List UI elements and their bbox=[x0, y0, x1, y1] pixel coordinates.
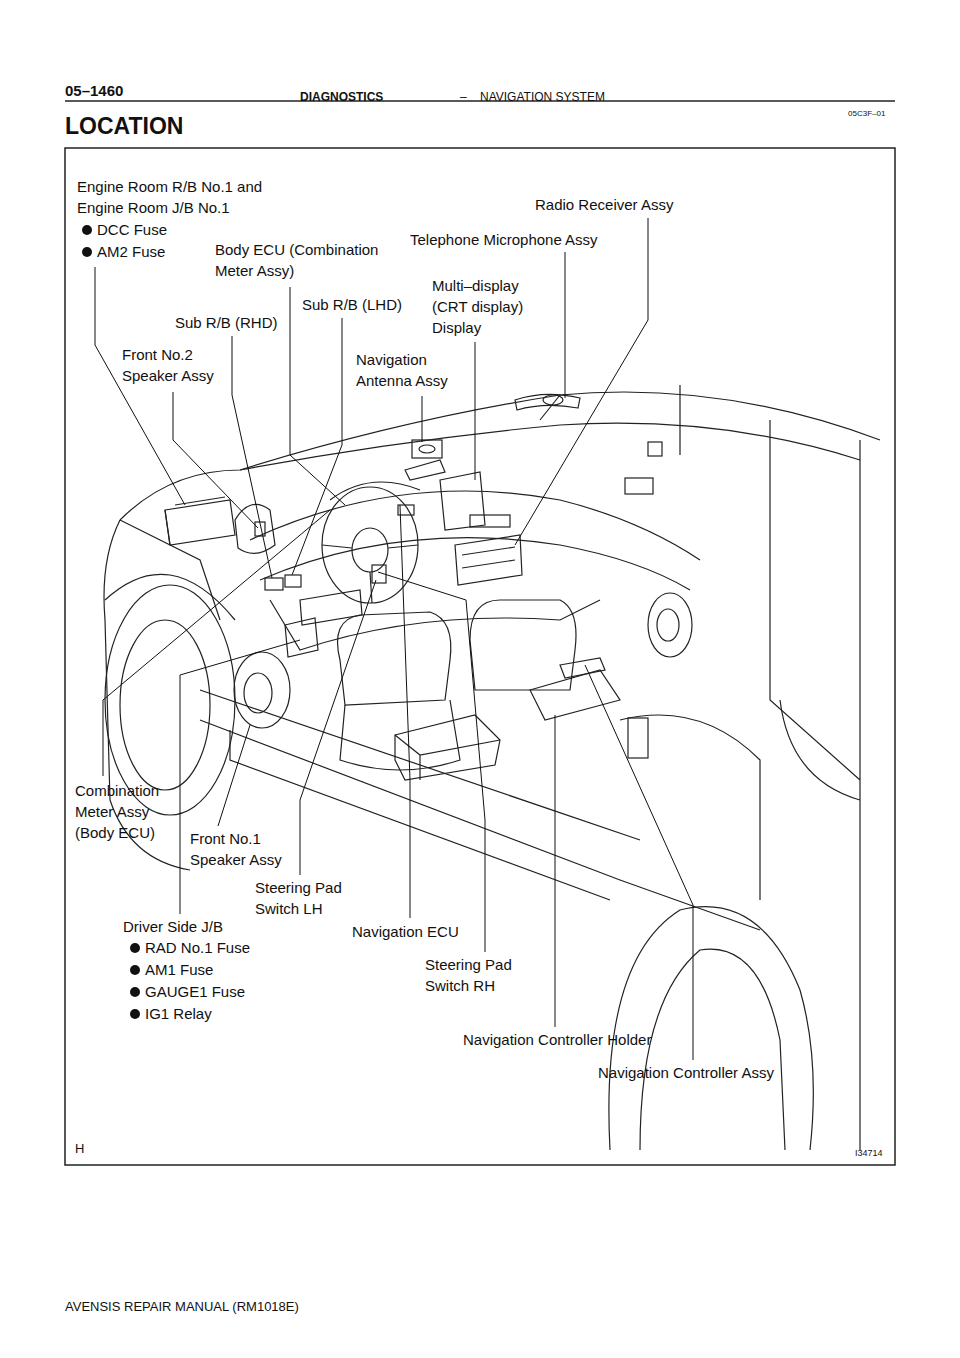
leader-line bbox=[173, 392, 258, 528]
leader-line bbox=[218, 725, 250, 826]
part-name: Body ECU (Combination Meter Assy) bbox=[215, 239, 405, 281]
part-name: Engine Room R/B No.1 and Engine Room J/B… bbox=[77, 176, 292, 218]
leader-line bbox=[292, 318, 342, 575]
fuse-name: RAD No.1 Fuse bbox=[145, 937, 250, 958]
part-name: Front No.1 Speaker Assy bbox=[190, 828, 298, 870]
section-name: NAVIGATION SYSTEM bbox=[480, 89, 605, 106]
part-name: Navigation Controller Holder bbox=[463, 1029, 651, 1050]
leader-line bbox=[565, 252, 566, 398]
page-number: 05–1460 bbox=[65, 80, 123, 101]
part-name: Multi–display (CRT display) Display bbox=[432, 275, 544, 338]
leader-line bbox=[232, 336, 272, 578]
part-name: Steering Pad Switch RH bbox=[425, 954, 533, 996]
part-name: Telephone Microphone Assy bbox=[410, 229, 598, 250]
part-name: Front No.2 Speaker Assy bbox=[122, 344, 230, 386]
fuse-name: AM1 Fuse bbox=[145, 959, 213, 980]
figure-code: I34714 bbox=[855, 1147, 883, 1160]
leader-lines bbox=[95, 218, 693, 1060]
part-name: Navigation ECU bbox=[352, 921, 459, 942]
fuse-name: GAUGE1 Fuse bbox=[145, 981, 245, 1002]
leader-line bbox=[555, 715, 556, 1027]
leader-line bbox=[95, 267, 185, 505]
leader-line bbox=[585, 665, 693, 1060]
leader-line bbox=[475, 342, 476, 480]
bullet-symbol bbox=[82, 247, 92, 257]
part-name: Steering Pad Switch LH bbox=[255, 877, 363, 919]
bullet-symbol bbox=[130, 943, 140, 953]
leader-line bbox=[180, 640, 300, 914]
leader-line bbox=[515, 218, 648, 545]
leader-line bbox=[400, 505, 410, 918]
fuse-name: DCC Fuse bbox=[97, 219, 167, 240]
document-code: 05C3F–01 bbox=[848, 108, 885, 119]
part-name: Navigation Antenna Assy bbox=[356, 349, 464, 391]
relay-name: IG1 Relay bbox=[145, 1003, 212, 1024]
part-name: Sub R/B (LHD) bbox=[302, 294, 402, 315]
leader-line bbox=[300, 580, 376, 875]
part-name: Navigation Controller Assy bbox=[598, 1062, 774, 1083]
bullet-symbol bbox=[82, 225, 92, 235]
separator: – bbox=[460, 89, 467, 106]
leader-line bbox=[378, 572, 485, 952]
part-name: Sub R/B (RHD) bbox=[175, 312, 278, 333]
leader-line bbox=[290, 287, 345, 505]
manual-name: AVENSIS REPAIR MANUAL (RM1018E) bbox=[65, 1298, 299, 1316]
bullet-symbol bbox=[130, 987, 140, 997]
fuse-name: AM2 Fuse bbox=[97, 241, 165, 262]
part-name: Combination Meter Assy (Body ECU) bbox=[75, 780, 177, 843]
bullets bbox=[82, 225, 140, 1019]
part-name: Radio Receiver Assy bbox=[535, 194, 673, 215]
page-mark: H bbox=[75, 1140, 84, 1158]
section-name: DIAGNOSTICS bbox=[300, 89, 383, 106]
part-name: Driver Side J/B bbox=[123, 916, 223, 937]
leader-line bbox=[103, 510, 330, 776]
page-title: LOCATION bbox=[65, 112, 183, 140]
bullet-symbol bbox=[130, 965, 140, 975]
bullet-symbol bbox=[130, 1009, 140, 1019]
leader-line bbox=[422, 396, 423, 442]
